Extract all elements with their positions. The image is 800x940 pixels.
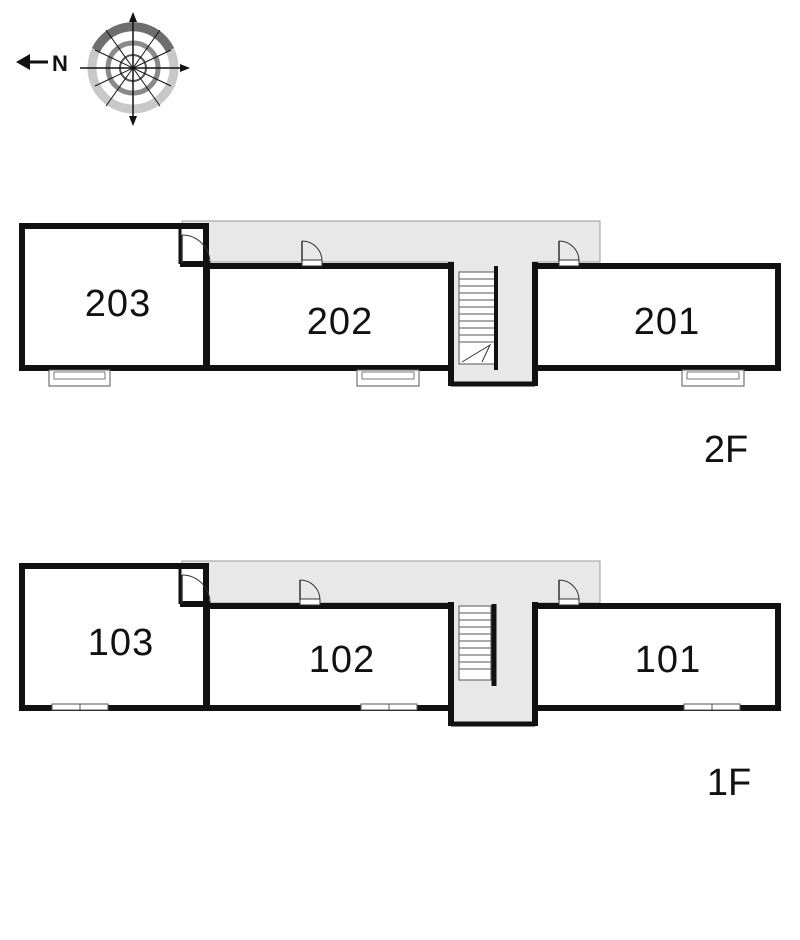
- room-number-102: 102: [309, 639, 375, 681]
- staircase-2f: [458, 266, 498, 370]
- door-201: [558, 240, 580, 267]
- balcony-201: [681, 369, 745, 387]
- door-102: [299, 579, 321, 606]
- window-101: [683, 703, 741, 711]
- balcony-203: [48, 369, 111, 387]
- room-number-202: 202: [307, 301, 373, 343]
- balcony-202: [356, 369, 420, 387]
- room-number-101: 101: [635, 639, 701, 681]
- window-103: [51, 703, 109, 711]
- door-103: [181, 574, 211, 604]
- compass-rose-icon: [80, 12, 190, 126]
- north-label: N: [52, 51, 68, 76]
- floor-label-1f: 1F: [707, 762, 751, 804]
- floor-label-2f: 2F: [704, 429, 748, 471]
- floor-1f: 103 102 101 1F: [19, 560, 781, 804]
- room-201: [532, 263, 781, 371]
- window-102: [360, 703, 418, 711]
- room-103: [19, 563, 209, 711]
- room-101: [532, 603, 781, 711]
- floor-2f: 203 202 201 2F: [19, 220, 781, 471]
- room-203: [19, 223, 209, 371]
- staircase-1f: [458, 604, 497, 686]
- room-number-201: 201: [634, 301, 700, 343]
- door-203: [181, 234, 211, 264]
- room-number-203: 203: [85, 283, 151, 325]
- north-arrow: N: [16, 51, 68, 76]
- room-202: [204, 263, 454, 371]
- door-202: [301, 240, 323, 267]
- door-101: [558, 579, 580, 606]
- room-number-103: 103: [88, 622, 154, 664]
